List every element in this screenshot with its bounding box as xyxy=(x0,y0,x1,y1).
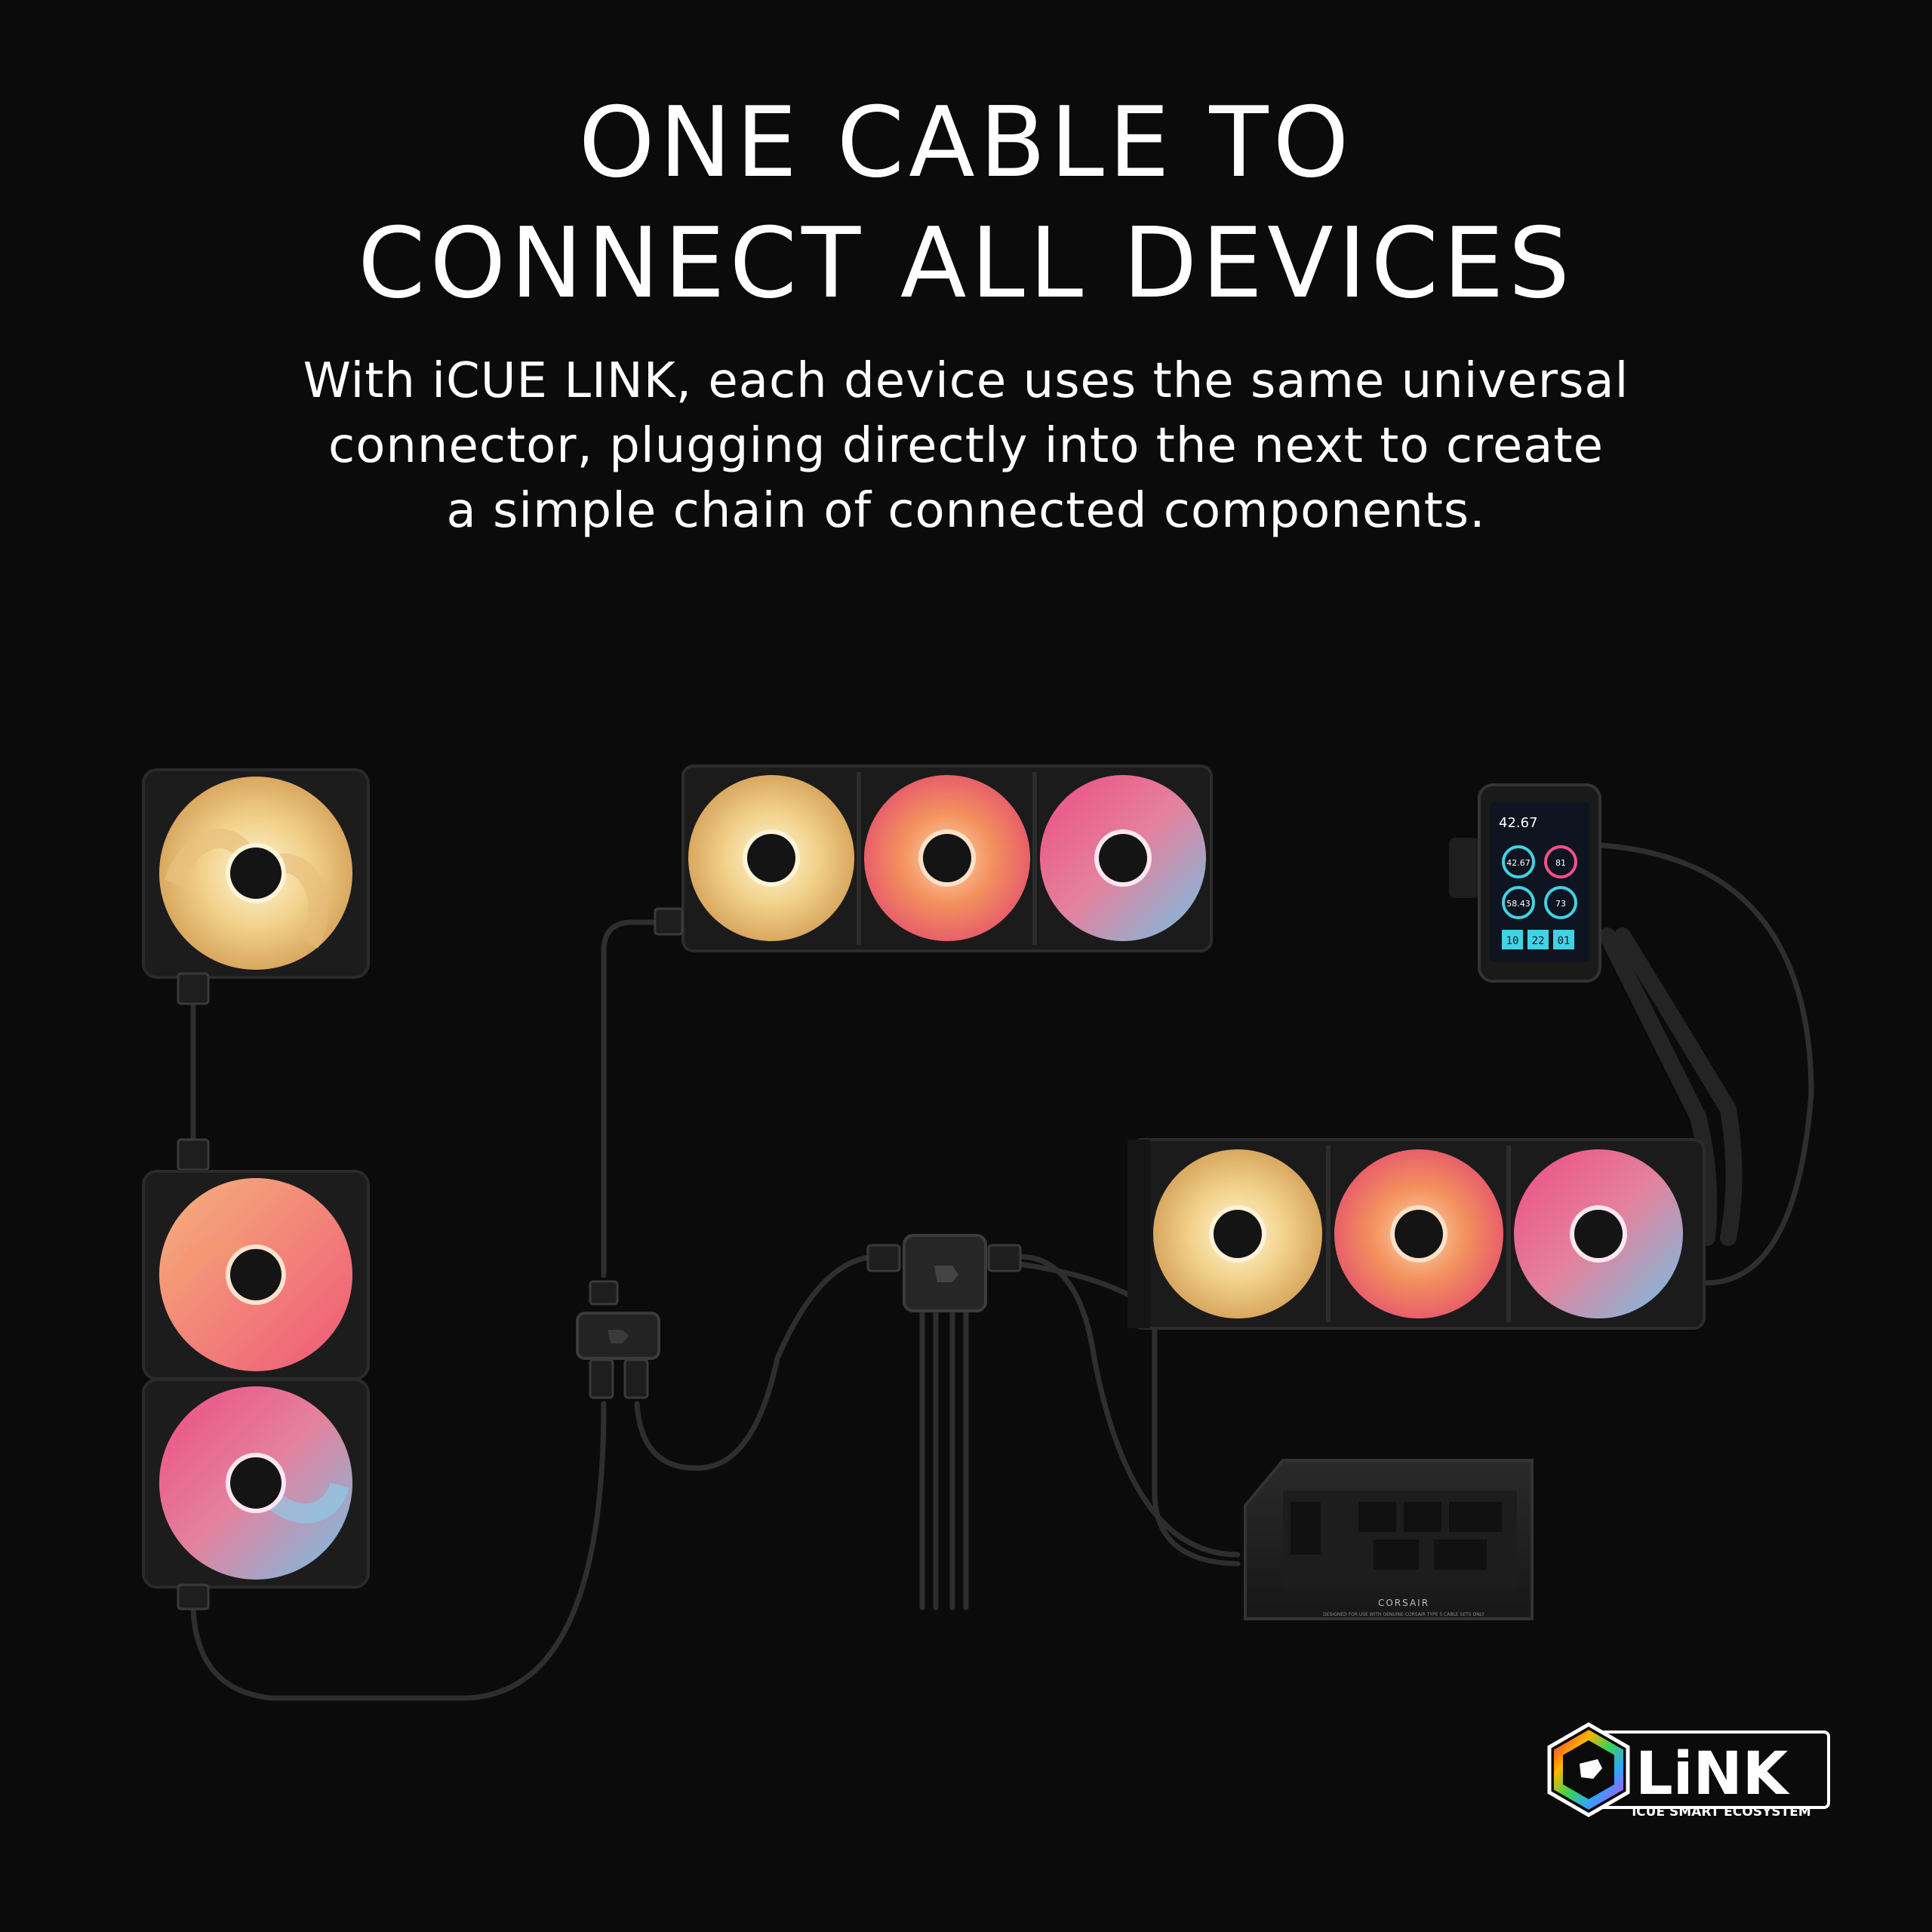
fan-left-top xyxy=(142,768,370,979)
lcd-clock-hours: 10 xyxy=(1506,935,1519,947)
pump-lcd: 42.67 42.67 81 58.43 73 10 22 01 xyxy=(1449,783,1601,983)
power-supply: CORSAIR DESIGNED FOR USE WITH GENUINE CO… xyxy=(1244,1459,1534,1620)
lcd-gauge-3: 58.43 xyxy=(1506,899,1531,909)
splitter xyxy=(576,1312,660,1360)
splitter-out-connector-left xyxy=(589,1358,614,1399)
lcd-gauge-2: 81 xyxy=(1555,858,1566,868)
lcd-clock-minutes: 22 xyxy=(1532,935,1545,947)
logo-word: LiNK xyxy=(1635,1740,1790,1808)
radiator-right-fan-2 xyxy=(1334,1149,1503,1318)
description: With iCUE LINK, each device uses the sam… xyxy=(226,349,1706,543)
system-hub xyxy=(903,1234,987,1312)
coolant-tubes xyxy=(1599,928,1743,1246)
headline: ONE CABLE TO CONNECT ALL DEVICES xyxy=(0,83,1932,325)
radiator-right xyxy=(1128,1138,1706,1330)
cable-bottom-fan-to-splitter xyxy=(190,1401,607,1701)
fan-left-bottom xyxy=(142,1378,370,1589)
cable-splitter-to-top-radiator xyxy=(601,919,669,1278)
cable-pump-loop xyxy=(1597,842,1814,1286)
radiator-top-fan-2 xyxy=(864,775,1030,941)
headline-line-1: ONE CABLE TO xyxy=(578,87,1354,199)
splitter-in-connector xyxy=(589,1280,619,1306)
cable-radiator-to-psu xyxy=(1152,1280,1241,1567)
radiator-top xyxy=(681,764,1213,952)
psu-brand: CORSAIR xyxy=(1378,1598,1429,1608)
lcd-top-value: 42.67 xyxy=(1499,815,1538,831)
hub-connector-right xyxy=(987,1244,1022,1272)
psu-fine-print: DESIGNED FOR USE WITH GENUINE CORSAIR TY… xyxy=(1323,1612,1484,1617)
radiator-top-fan-3 xyxy=(1040,775,1206,941)
description-line-2: connector, plugging directly into the ne… xyxy=(328,418,1604,474)
fan-left-middle-connector xyxy=(177,1138,210,1171)
fan-left-middle xyxy=(142,1170,370,1380)
corsair-sails-icon xyxy=(1580,1759,1602,1779)
cable-splitter-to-hub xyxy=(634,1254,886,1471)
description-line-1: With iCUE LINK, each device uses the sam… xyxy=(303,353,1629,409)
splitter-out-connector-right xyxy=(623,1358,649,1399)
fan-left-bottom-connector xyxy=(177,1583,210,1611)
link-logo: LiNK iCUE SMART ECOSYSTEM xyxy=(1547,1722,1830,1820)
lcd-gauge-1: 42.67 xyxy=(1506,858,1531,868)
lcd-gauge-4: 73 xyxy=(1555,899,1566,909)
radiator-right-fan-3 xyxy=(1514,1149,1683,1318)
radiator-right-fan-1 xyxy=(1153,1149,1322,1318)
radiator-top-connector xyxy=(654,907,684,936)
fan-left-top-connector xyxy=(177,972,210,1005)
radiator-top-fan-1 xyxy=(688,775,854,941)
description-line-3: a simple chain of connected components. xyxy=(446,483,1486,539)
headline-line-2: CONNECT ALL DEVICES xyxy=(358,208,1574,320)
logo-tagline: iCUE SMART ECOSYSTEM xyxy=(1632,1804,1810,1820)
lcd-clock-seconds: 01 xyxy=(1558,935,1571,947)
hub-connector-left xyxy=(866,1244,901,1272)
